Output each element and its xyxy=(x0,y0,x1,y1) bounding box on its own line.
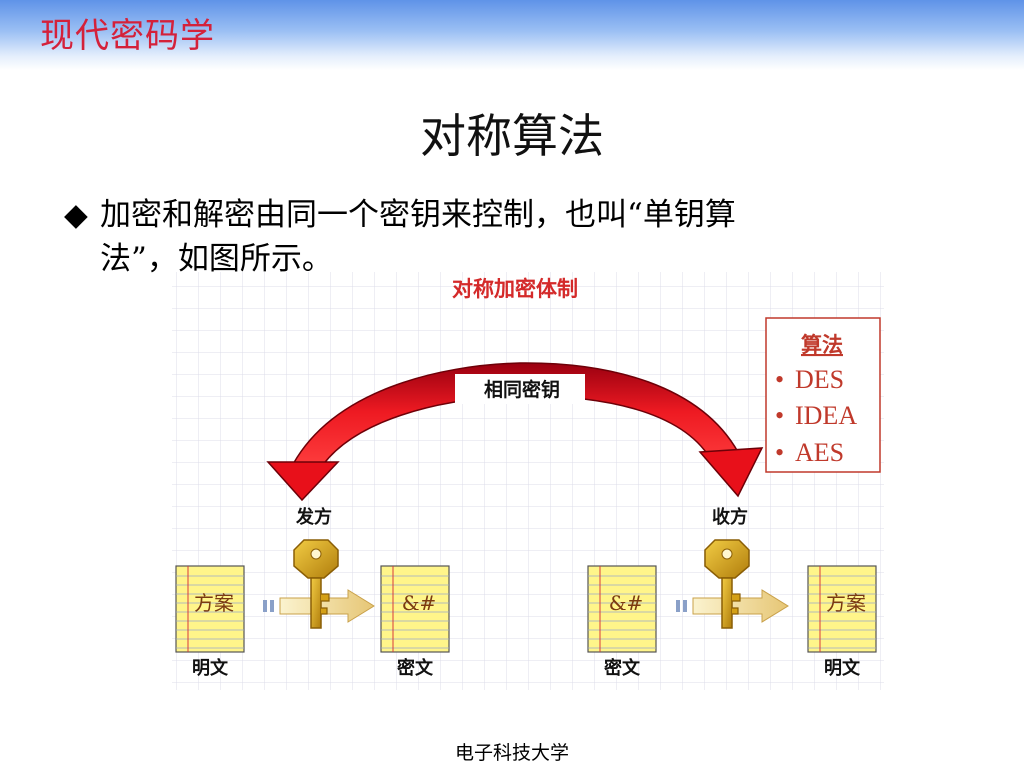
encrypt-flow-arrow xyxy=(263,589,375,623)
algorithm-box xyxy=(765,317,881,473)
document-1-caption: 明文 xyxy=(192,657,229,679)
diagram-title: 对称加密体制 xyxy=(452,277,578,301)
header-banner xyxy=(0,0,1024,70)
decrypt-flow-arrow xyxy=(676,589,789,623)
diamond-bullet-icon: ◆ xyxy=(64,197,88,233)
algorithm-des: DES xyxy=(795,365,844,394)
receiver-label: 收方 xyxy=(712,506,748,528)
bullet-line-1: 加密和解密由同一个密钥来控制，也叫“单钥算 xyxy=(100,197,736,233)
arc-label: 相同密钥 xyxy=(484,378,560,401)
algorithm-bullet-2: • xyxy=(775,401,784,430)
document-1-text: 方案 xyxy=(194,591,234,615)
arc-left-arrowhead xyxy=(266,461,340,502)
algorithm-idea: IDEA xyxy=(795,401,857,430)
encryption-key-icon xyxy=(293,539,339,629)
document-3-text: &# xyxy=(609,591,644,615)
shared-key-arc-arrow xyxy=(266,362,764,502)
document-2: &# 密文 xyxy=(380,565,450,679)
slide-title: 对称算法 xyxy=(420,109,604,163)
bullet-line-2: 法”，如图所示。 xyxy=(100,241,333,277)
document-2-text: &# xyxy=(402,591,437,615)
document-3-caption: 密文 xyxy=(604,657,641,679)
arc-right-arrowhead xyxy=(698,447,764,498)
algorithm-bullet-1: • xyxy=(775,365,784,394)
document-4-caption: 明文 xyxy=(824,657,861,679)
document-2-caption: 密文 xyxy=(397,657,434,679)
algorithm-heading: 算法 xyxy=(801,333,843,357)
decryption-key-icon xyxy=(704,539,750,629)
footer-text: 电子科技大学 xyxy=(454,742,569,764)
algorithm-aes: AES xyxy=(795,438,844,467)
course-title: 现代密码学 xyxy=(40,16,215,56)
document-4-text: 方案 xyxy=(826,591,866,615)
bullet-paragraph: ◆ 加密和解密由同一个密钥来控制，也叫“单钥算 法”，如图所示。 xyxy=(64,193,964,281)
document-3: &# 密文 xyxy=(587,565,657,679)
sender-label: 发方 xyxy=(295,506,332,528)
algorithm-bullet-3: • xyxy=(775,438,784,467)
